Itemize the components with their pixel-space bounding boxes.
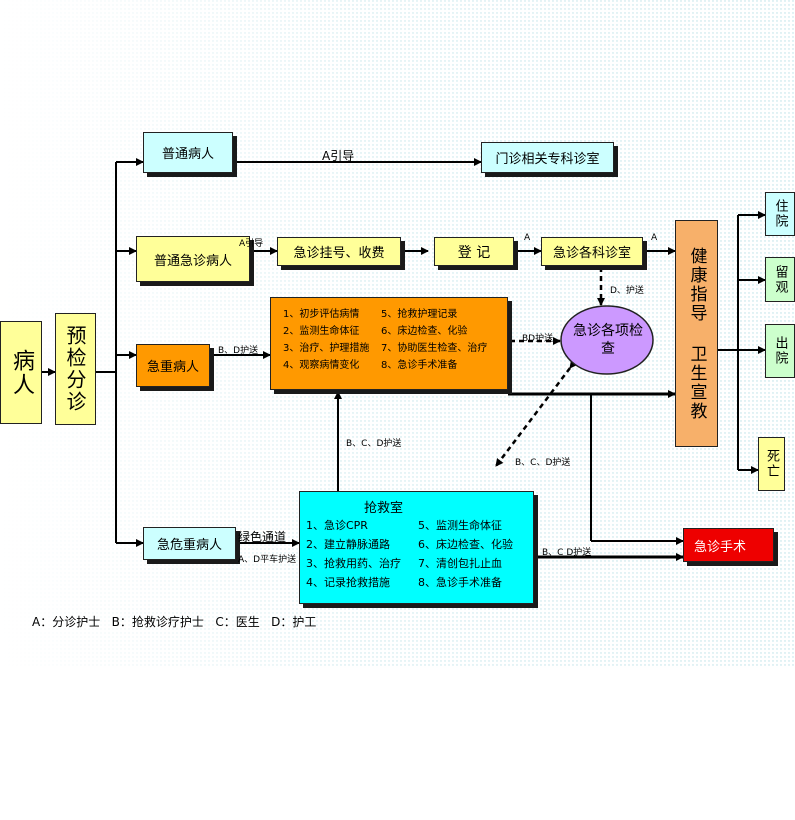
critical-task-7: 7、协助医生检查、治疗: [381, 343, 488, 354]
label-green-channel: 绿色通道: [238, 530, 287, 544]
register-fee-label: 急诊挂号、收费: [293, 246, 385, 261]
label-bd-escort-2: BD护送: [522, 334, 554, 344]
label-ad-cart: A、D平车护送: [238, 555, 297, 565]
ordinary-emergency-label: 普通急诊病人: [153, 253, 232, 269]
label-a-guide: A引导: [322, 149, 355, 163]
surgery-node: 急诊手术: [683, 528, 774, 562]
observe-node: 留观: [765, 257, 795, 302]
label-a-1: A: [524, 233, 531, 243]
severe-patient-label: 急危重病人: [156, 538, 222, 553]
rescue-task-7: 7、清创包扎止血: [418, 557, 502, 570]
rescue-task-6: 6、床边检查、化验: [418, 538, 513, 551]
label-a-2: A: [651, 233, 658, 243]
critical-task-5: 5、抢救护理记录: [381, 309, 458, 320]
rescue-task-8: 8、急诊手术准备: [418, 576, 502, 589]
observe-label: 留观: [772, 264, 788, 295]
exam-node: 急诊各项检查: [566, 314, 650, 366]
rescue-task-3: 3、抢救用药、治疗: [306, 557, 401, 570]
ordinary-emergency-node: 普通急诊病人: [136, 236, 250, 282]
critical-tasks-node: 1、初步评估病情 5、抢救护理记录 2、监测生命体征 6、床边检查、化验 3、治…: [270, 297, 508, 390]
patient-node: 病人: [0, 321, 42, 424]
health-guidance-node: 健康指导 卫生宣教: [675, 220, 718, 447]
surgery-label: 急诊手术: [694, 539, 747, 555]
emergency-dept-label: 急诊各科诊室: [552, 246, 631, 261]
rescue-task-5: 5、监测生命体征: [418, 519, 502, 532]
rescue-task-list: 1、急诊CPR 5、监测生命体征 2、建立静脉通路 6、床边检查、化验 3、抢救…: [306, 516, 534, 592]
label-d-escort: D、护送: [610, 286, 644, 296]
emergency-dept-node: 急诊各科诊室: [541, 237, 643, 266]
edge-exam-rescue: [495, 360, 578, 467]
critical-task-6: 6、床边检查、化验: [381, 326, 468, 337]
hospitalize-label: 住院: [772, 199, 788, 229]
critical-task-2: 2、监测生命体征: [283, 326, 360, 337]
discharge-node: 出院: [765, 324, 795, 378]
triage-node: 预检分诊: [55, 313, 96, 425]
discharge-label: 出院: [772, 336, 788, 366]
register-node: 登 记: [434, 237, 514, 266]
exam-ellipse: [560, 305, 654, 375]
patient-label: 病人: [9, 348, 34, 397]
label-bd-escort: B、D护送: [218, 346, 259, 356]
label-bcd-escort: B、C、D护送: [346, 439, 402, 449]
rescue-task-1: 1、急诊CPR: [306, 519, 368, 532]
health-guidance-label: 健康指导 卫生宣教: [686, 246, 707, 421]
triage-label: 预检分诊: [63, 325, 87, 413]
ordinary-patient-node: 普通病人: [143, 132, 233, 173]
role-legend: A：分诊护士 B：抢救诊疗护士 C：医生 D：护工: [32, 615, 317, 629]
label-bcd-escort-3: B、C D护送: [542, 548, 592, 558]
hospitalize-node: 住院: [765, 192, 795, 236]
critical-task-4: 4、观察病情变化: [283, 360, 360, 371]
rescue-room-node: 抢救室 1、急诊CPR 5、监测生命体征 2、建立静脉通路 6、床边检查、化验 …: [299, 491, 534, 604]
rescue-task-2: 2、建立静脉通路: [306, 538, 390, 551]
label-a-guide-2: A引导: [239, 239, 264, 249]
register-label: 登 记: [457, 244, 491, 261]
outpatient-label: 门诊相关专科诊室: [495, 152, 600, 167]
death-label: 死亡: [764, 449, 779, 479]
critical-task-list: 1、初步评估病情 5、抢救护理记录 2、监测生命体征 6、床边检查、化验 3、治…: [283, 306, 501, 374]
severe-patient-node: 急危重病人: [143, 527, 236, 560]
exam-label: 急诊各项检查: [573, 323, 643, 357]
critical-patient-label: 急重病人: [146, 360, 199, 375]
label-bcd-escort-2: B、C、D护送: [515, 458, 571, 468]
outpatient-node: 门诊相关专科诊室: [481, 142, 614, 173]
critical-task-3: 3、治疗、护理措施: [283, 343, 370, 354]
critical-task-8: 8、急诊手术准备: [381, 360, 458, 371]
death-node: 死亡: [758, 437, 785, 491]
register-fee-node: 急诊挂号、收费: [277, 237, 401, 266]
critical-task-1: 1、初步评估病情: [283, 309, 360, 320]
rescue-task-4: 4、记录抢救措施: [306, 576, 390, 589]
ordinary-patient-label: 普通病人: [161, 147, 214, 162]
rescue-room-title: 抢救室: [364, 501, 404, 516]
critical-patient-node: 急重病人: [136, 344, 210, 387]
